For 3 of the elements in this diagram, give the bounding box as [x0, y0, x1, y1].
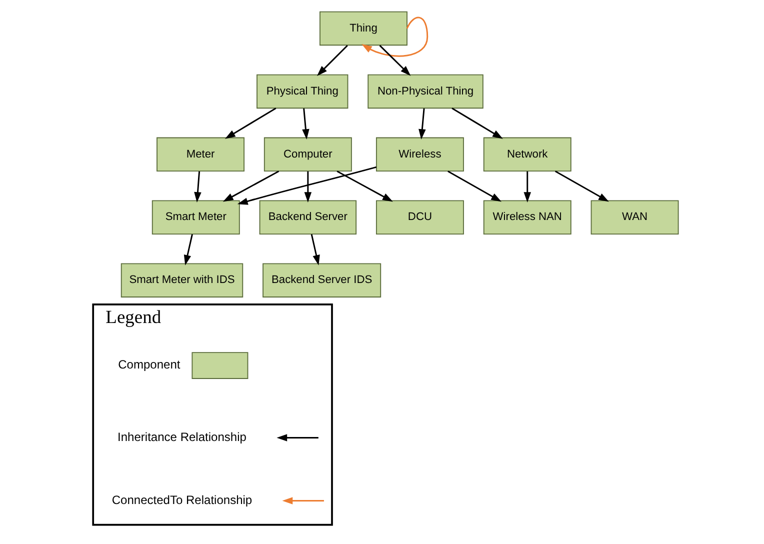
legend-label: ConnectedTo Relationship: [112, 492, 252, 507]
legend-label: Inheritance Relationship: [118, 430, 246, 444]
legend-label: Component: [118, 358, 180, 372]
